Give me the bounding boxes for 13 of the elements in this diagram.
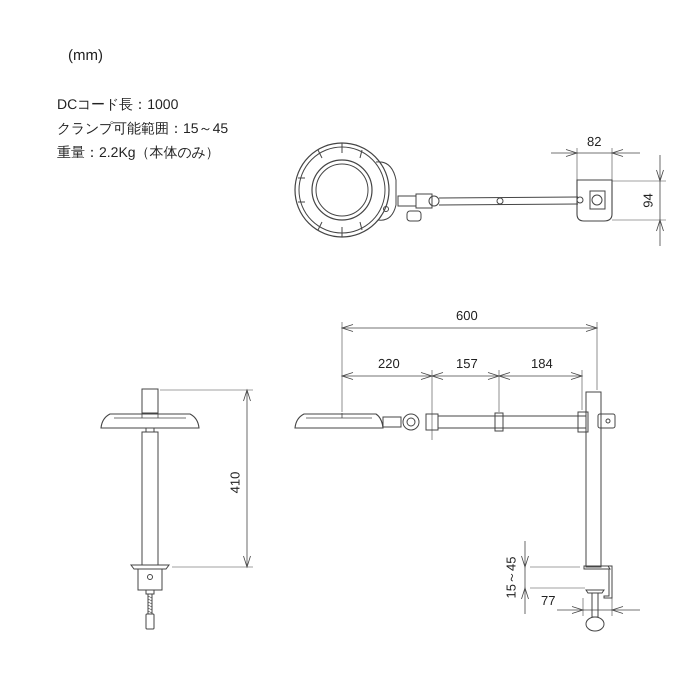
dimension-label: 157 xyxy=(456,357,478,370)
note: DCコード長：1000 xyxy=(57,97,178,111)
dimension-label: 220 xyxy=(378,357,400,370)
note: 重量：2.2Kg（本体のみ） xyxy=(57,145,220,159)
unit-label: (mm) xyxy=(68,48,103,63)
note: クランプ可能範囲：15～45 xyxy=(57,121,228,135)
dimension-label: 410 xyxy=(228,471,242,493)
dimension-label: 184 xyxy=(531,357,553,370)
dimension-label: 82 xyxy=(587,135,602,148)
dimension-label: 600 xyxy=(456,309,478,322)
dimension-label: 77 xyxy=(541,594,556,607)
dimension-label: 15～45 xyxy=(504,556,518,598)
dimension-label: 94 xyxy=(642,192,655,208)
